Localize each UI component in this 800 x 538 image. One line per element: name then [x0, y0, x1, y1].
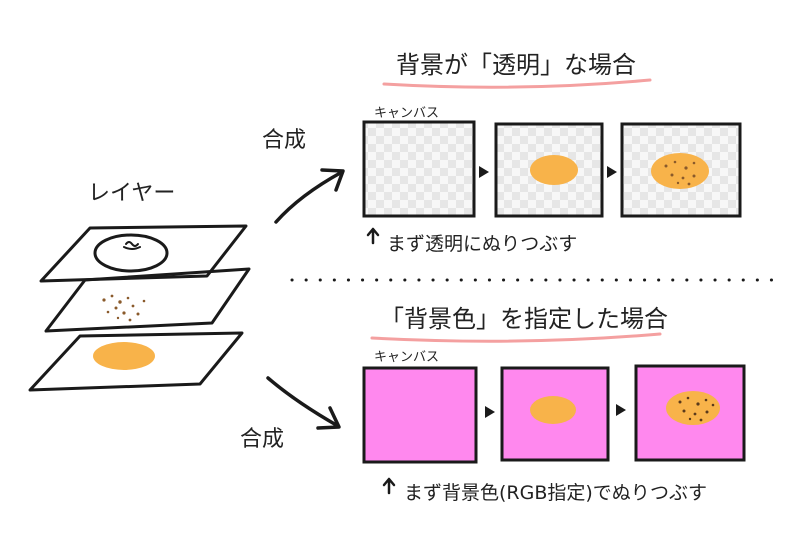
background-color-step-arrow-2	[616, 404, 626, 416]
composite-top-label: 合成	[262, 128, 306, 153]
background-color-heading-underline	[370, 332, 662, 343]
background-color-canvas-label: キャンバス	[374, 350, 439, 365]
transparent-panel-empty	[362, 120, 476, 218]
transparent-heading-underline	[382, 78, 652, 89]
transparent-heading: 背景が「透明」な場合	[396, 51, 636, 79]
transparent-final-cookie-shape	[651, 153, 709, 189]
cookie-base-shape	[93, 342, 155, 370]
outline-mark	[123, 241, 141, 250]
background-color-caption: まず背景色(RGB指定)でぬりつぶす	[404, 482, 707, 504]
transparent-caption: まず透明にぬりつぶす	[387, 233, 577, 255]
transparent-step-arrow-2	[607, 166, 617, 178]
transparent-canvas-label: キャンバス	[374, 106, 439, 121]
section-background-color: 「背景色」を指定した場合 キャンバス まず背景色(RGB指定)でぬりつぶす	[362, 305, 746, 504]
background-color-final-chips	[678, 396, 715, 422]
layers-title: レイヤー	[88, 181, 175, 206]
background-color-step-arrow-1	[485, 406, 495, 418]
transparent-cookie-shape	[530, 155, 578, 185]
arrow-composite-bottom: 合成	[240, 376, 341, 452]
background-color-caption-pointer	[382, 477, 396, 495]
layer-middle	[44, 267, 251, 333]
outline-shape	[93, 233, 169, 273]
transparent-final-chips	[664, 160, 696, 186]
background-color-final-cookie-shape	[666, 391, 720, 425]
layer-bottom	[28, 331, 244, 392]
composite-bottom-label: 合成	[240, 427, 284, 452]
background-color-cookie-shape	[530, 396, 576, 424]
arrow-composite-top: 合成	[262, 128, 345, 224]
background-color-heading: 「背景色」を指定した場合	[380, 305, 668, 333]
section-transparent: 背景が「透明」な場合 キャンバス まず透明にぬりつぶす	[362, 51, 742, 255]
transparent-caption-pointer	[366, 227, 380, 245]
transparent-step-arrow-1	[479, 166, 489, 178]
chips-dots	[102, 294, 146, 322]
layer-top	[39, 224, 248, 283]
background-color-panel-empty	[362, 366, 478, 464]
